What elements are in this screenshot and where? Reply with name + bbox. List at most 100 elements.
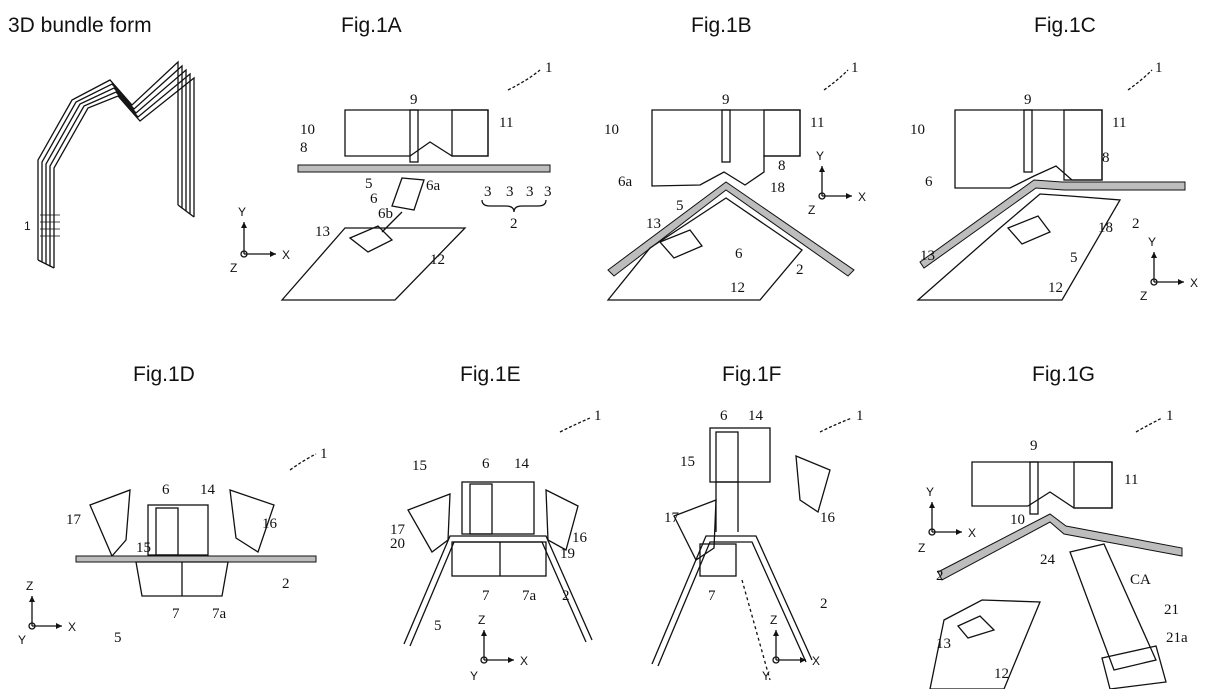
callout-n7: 7 <box>482 588 490 604</box>
callout-n3: 3 <box>526 184 534 200</box>
callout-n14: 14 <box>514 456 530 472</box>
callout-n1: 1 <box>1155 60 1163 76</box>
callout-y: Y <box>816 149 824 163</box>
callout-n1: 1 <box>320 446 328 462</box>
callout-n7a: 7a <box>522 588 537 604</box>
callout-n8: 8 <box>1102 150 1110 166</box>
callout-n17: 17 <box>390 522 406 538</box>
callout-n16: 16 <box>820 510 836 526</box>
callout-z: Z <box>26 579 33 593</box>
callout-x: X <box>858 190 866 204</box>
punch-9 <box>409 109 419 163</box>
callout-n6: 6 <box>720 408 728 424</box>
callout-n2: 2 <box>510 216 518 232</box>
callout-n16: 16 <box>572 530 588 546</box>
callout-n7: 7 <box>708 588 716 604</box>
callout-n11: 11 <box>810 115 824 131</box>
title-fig-1c: Fig.1C <box>1034 14 1096 37</box>
callout-z: Z <box>770 613 777 627</box>
callout-n5: 5 <box>365 176 373 192</box>
callout-n6: 6 <box>370 191 378 207</box>
callout-n13: 13 <box>646 216 661 232</box>
callout-n13: 13 <box>920 248 935 264</box>
callout-n9: 9 <box>1030 438 1038 454</box>
callout-n17: 17 <box>66 512 82 528</box>
callout-n13: 13 <box>936 636 951 652</box>
callout-n2: 2 <box>796 262 804 278</box>
fig-1c-drawing: X Y Z 9 1 10 11 8 6 18 2 13 5 12 <box>910 60 1198 303</box>
die-11 <box>451 109 489 157</box>
callout-y: Y <box>926 485 934 499</box>
callout-x: X <box>968 526 976 540</box>
callout-n3: 3 <box>506 184 514 200</box>
callout-n1: 1 <box>594 408 602 424</box>
callout-z: Z <box>230 261 237 275</box>
title-fig-1d: Fig.1D <box>133 363 195 386</box>
callout-n15: 15 <box>680 454 695 470</box>
callout-n8: 8 <box>778 158 786 174</box>
callout-n8: 8 <box>300 140 308 156</box>
die-12 <box>280 227 467 301</box>
title-fig-1b: Fig.1B <box>691 14 752 37</box>
title-fig-1e: Fig.1E <box>460 363 521 386</box>
callout-n10: 10 <box>1010 512 1025 528</box>
callout-n9: 9 <box>722 92 730 108</box>
callout-n1: 1 <box>1166 408 1174 424</box>
callout-x: X <box>68 620 76 634</box>
title-fig-1g: Fig.1G <box>1032 363 1096 386</box>
callout-n1: 1 <box>545 60 553 76</box>
callout-n18: 18 <box>1098 220 1113 236</box>
callout-z: Z <box>1140 289 1147 303</box>
callout-n2: 2 <box>282 576 290 592</box>
callout-n5: 5 <box>434 618 442 634</box>
fig-1g-drawing: X Y Z 1 9 11 10 2 24 CA 21 21a 13 12 <box>918 408 1188 689</box>
callout-n20: 20 <box>390 536 405 552</box>
fig-1b-drawing: X Y Z 9 1 10 11 8 6a 18 5 13 6 2 12 <box>604 60 866 301</box>
callout-z: Z <box>918 541 925 555</box>
title-fig-1a: Fig.1A <box>341 14 402 37</box>
callout-label: 1 <box>24 219 31 233</box>
fig-1a-drawing: X Y Z 9 1 10 11 8 5 6 6a 6b 3 3 3 3 2 13… <box>230 60 553 301</box>
callout-ca: CA <box>1130 572 1151 588</box>
callout-n12: 12 <box>994 666 1009 682</box>
callout-n3: 3 <box>544 184 552 200</box>
callout-n21a: 21a <box>1166 630 1188 646</box>
callout-n16: 16 <box>262 516 278 532</box>
fig-1d-drawing: X Z Y 1 6 14 17 16 15 2 7 7a 5 <box>18 446 328 647</box>
callout-n6: 6 <box>482 456 490 472</box>
callout-n6a: 6a <box>426 178 441 194</box>
callout-n15: 15 <box>136 540 151 556</box>
callout-y: Y <box>18 633 26 647</box>
callout-n6a: 6a <box>618 174 633 190</box>
callout-y: Y <box>762 669 770 683</box>
callout-n3: 3 <box>484 184 492 200</box>
callout-n1: 1 <box>851 60 859 76</box>
callout-n21: 21 <box>1164 602 1179 618</box>
title-3d-bundle-form: 3D bundle form <box>8 14 152 37</box>
callout-n9: 9 <box>1024 92 1032 108</box>
callout-n9: 9 <box>410 92 418 108</box>
callout-x: X <box>1190 276 1198 290</box>
callout-n5: 5 <box>676 198 684 214</box>
callout-n10: 10 <box>910 122 925 138</box>
callout-n12: 12 <box>730 280 745 296</box>
callout-n14: 14 <box>200 482 216 498</box>
callout-n11: 11 <box>1112 115 1126 131</box>
callout-n14: 14 <box>748 408 764 424</box>
callout-n11: 11 <box>1124 472 1138 488</box>
callout-x: X <box>520 654 528 668</box>
callout-n12: 12 <box>1048 280 1063 296</box>
callout-x: X <box>282 248 290 262</box>
callout-n18: 18 <box>770 180 785 196</box>
callout-n5: 5 <box>114 630 122 646</box>
callout-n10: 10 <box>604 122 619 138</box>
callout-n7: 7 <box>172 606 180 622</box>
callout-n11: 11 <box>499 115 513 131</box>
strip-2 <box>297 164 551 173</box>
callout-n2: 2 <box>1132 216 1140 232</box>
title-fig-1f: Fig.1F <box>722 363 782 386</box>
callout-n6: 6 <box>735 246 743 262</box>
callout-n2: 2 <box>562 588 570 604</box>
callout-n1: 1 <box>856 408 864 424</box>
